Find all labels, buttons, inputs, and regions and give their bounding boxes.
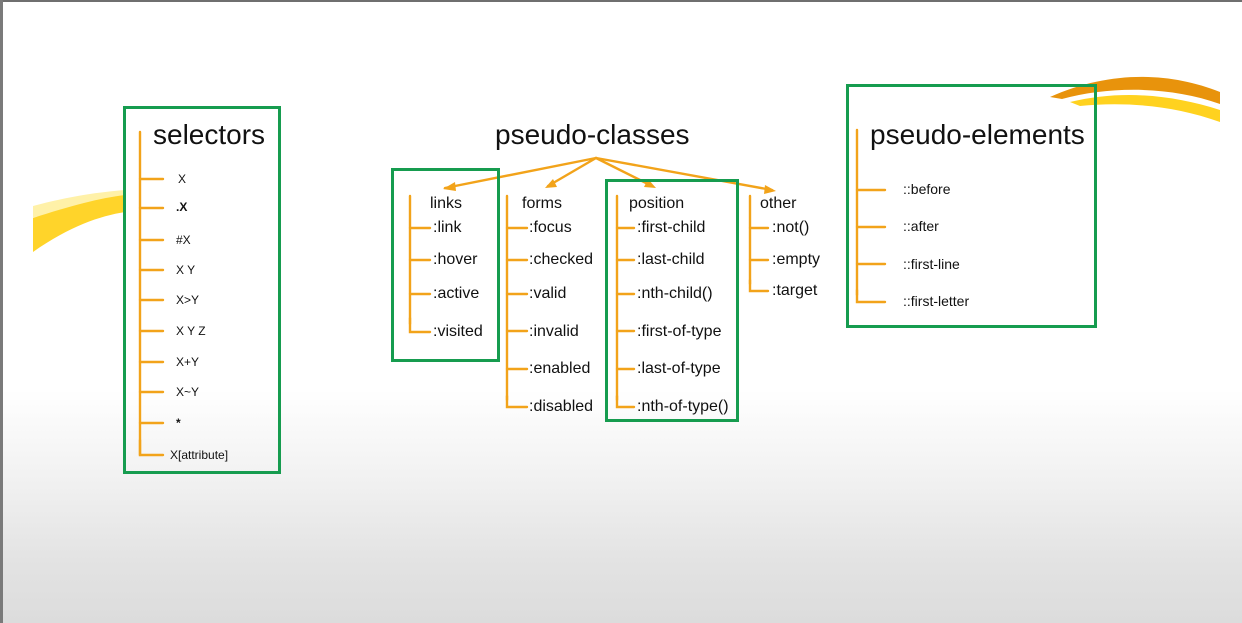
position-item: :first-of-type xyxy=(637,323,722,340)
arrowhead-other xyxy=(764,185,776,194)
selector-item: X Y xyxy=(176,263,196,277)
selector-item: X>Y xyxy=(176,293,200,307)
other-group-label: other xyxy=(760,195,797,212)
arrow-to-forms xyxy=(546,156,598,188)
pseudo-element-item: ::first-line xyxy=(903,256,960,272)
links-item: :visited xyxy=(433,323,483,340)
arrowhead-forms xyxy=(545,179,557,188)
forms-group-label: forms xyxy=(522,195,562,212)
selector-item: X xyxy=(178,172,187,186)
pseudo-classes-title: pseudo-classes xyxy=(495,119,690,150)
pseudo-element-item: ::after xyxy=(903,218,939,234)
selector-item: * xyxy=(176,416,181,430)
forms-item: :invalid xyxy=(529,323,579,340)
position-highlight-box xyxy=(605,179,739,422)
selector-item: X Y Z xyxy=(176,324,206,338)
position-item: :nth-child() xyxy=(637,285,713,302)
links-branch-line xyxy=(408,316,432,334)
other-item: :target xyxy=(772,282,818,299)
selectors-branch-line xyxy=(138,438,165,457)
selectors-title: selectors xyxy=(153,119,266,150)
left-yellow-swoosh-light xyxy=(33,190,125,218)
selector-item: X+Y xyxy=(176,355,200,369)
position-group-label: position xyxy=(629,195,685,212)
pseudo-elements-branch-line xyxy=(855,288,887,304)
position-item: :first-child xyxy=(637,219,706,236)
other-branch-line xyxy=(748,278,770,293)
selector-item: .X xyxy=(176,200,188,214)
links-group-label: links xyxy=(430,195,463,212)
links-item: :link xyxy=(433,219,462,236)
pseudo-element-item: ::before xyxy=(903,181,951,197)
selector-item: X~Y xyxy=(176,385,200,399)
right-yellow-swoosh xyxy=(1070,95,1220,122)
selector-item: #X xyxy=(176,233,191,247)
forms-item: :valid xyxy=(529,285,567,302)
right-orange-swoosh xyxy=(1050,76,1220,104)
pseudo-elements-title: pseudo-elements xyxy=(870,119,1085,150)
arrow-to-other xyxy=(594,156,774,192)
left-yellow-swoosh xyxy=(33,194,125,252)
forms-item: :checked xyxy=(529,251,594,268)
left-edge-divider xyxy=(0,0,3,623)
position-branch-line xyxy=(615,394,636,409)
position-item: :last-of-type xyxy=(637,360,721,377)
links-item: :active xyxy=(433,285,480,302)
forms-item: :disabled xyxy=(529,398,594,415)
other-item: :not() xyxy=(772,219,810,236)
selectors-highlight-box xyxy=(123,106,281,474)
forms-item: :focus xyxy=(529,219,572,236)
forms-branch-line xyxy=(505,394,529,409)
arrow-to-links xyxy=(443,156,598,190)
selector-item: X[attribute] xyxy=(170,448,229,462)
pseudo-elements-highlight-box xyxy=(846,84,1097,328)
other-item: :empty xyxy=(772,251,821,268)
top-edge-divider xyxy=(0,0,1242,2)
pseudo-element-item: ::first-letter xyxy=(903,293,970,309)
links-highlight-box xyxy=(391,168,500,362)
position-item: :last-child xyxy=(637,251,705,268)
links-item: :hover xyxy=(433,251,478,268)
position-item: :nth-of-type() xyxy=(637,398,729,415)
arrowhead-links xyxy=(443,182,456,191)
forms-item: :enabled xyxy=(529,360,591,377)
